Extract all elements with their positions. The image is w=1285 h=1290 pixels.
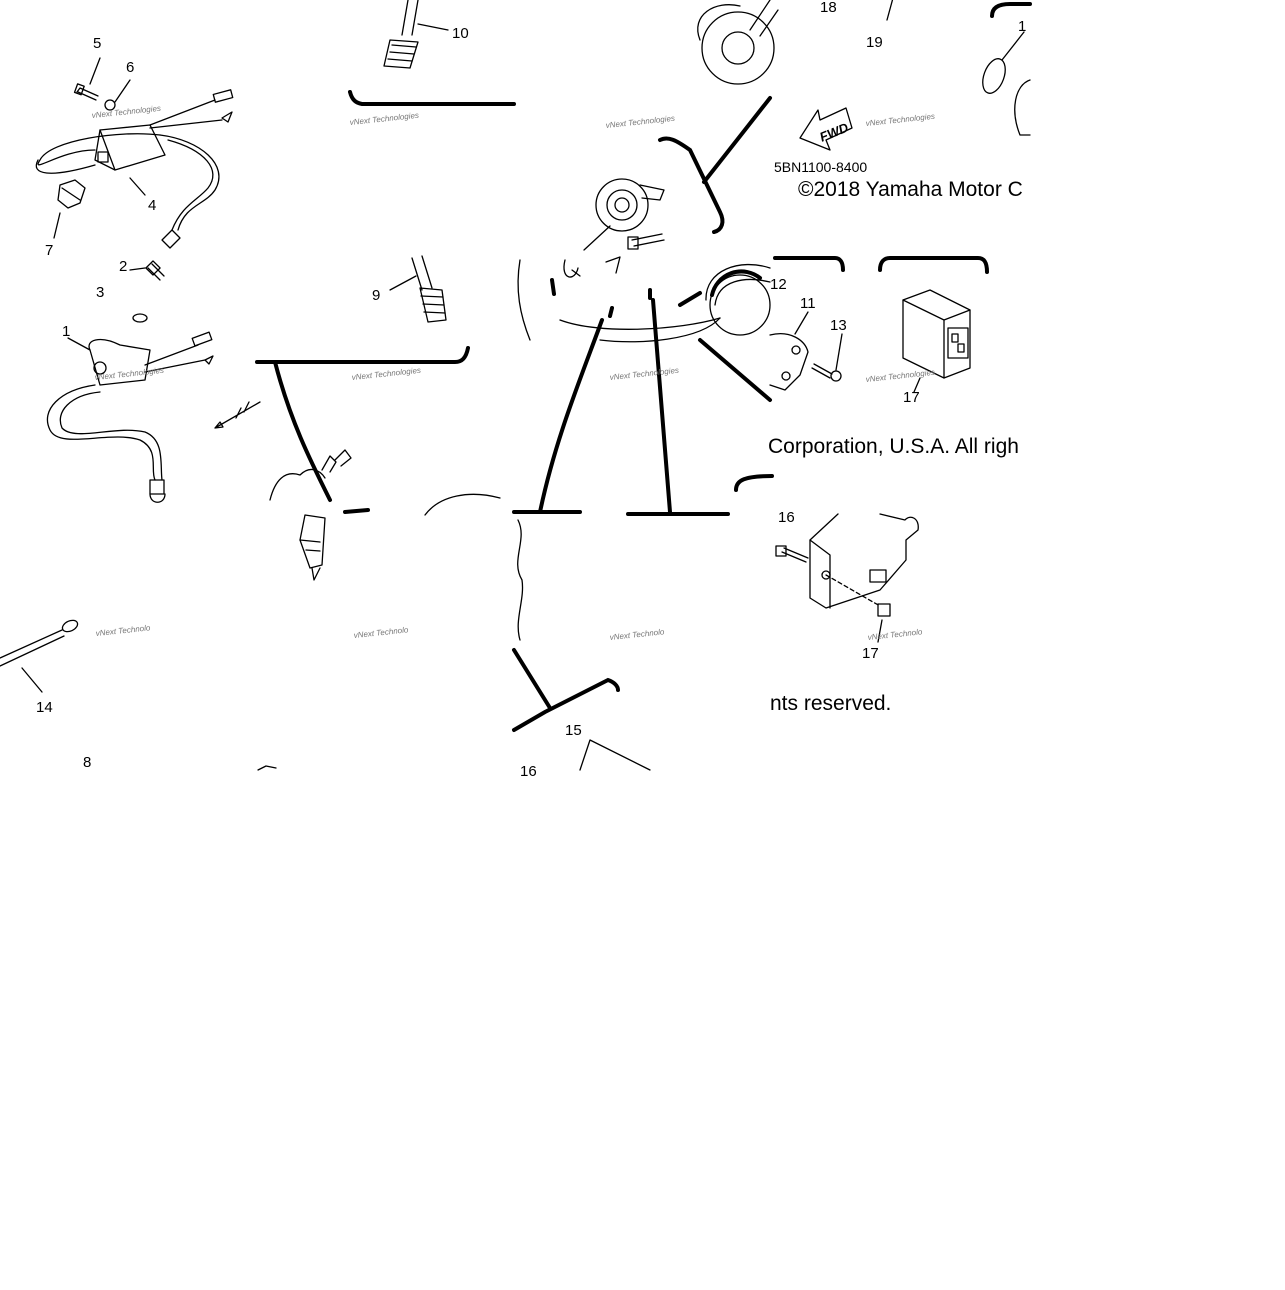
copyright-line-1: ©2018 Yamaha Motor C [798, 178, 1023, 201]
cover-and-relay [709, 256, 989, 393]
callout-16: 16 [778, 509, 795, 526]
svg-text:vNext Technologies: vNext Technologies [349, 111, 419, 127]
callout-13: 13 [830, 317, 847, 334]
part-code: 5BN1100-8400 [774, 159, 867, 175]
callout-16-lower: 16 [520, 763, 537, 780]
callout-9: 9 [372, 287, 380, 304]
callout-14: 14 [36, 699, 53, 716]
svg-text:vNext Technologies: vNext Technologies [91, 104, 161, 120]
control-unit [775, 513, 919, 643]
ignition-coil-upper [35, 57, 234, 249]
spark-plug-cap-lower [255, 255, 501, 581]
callout-20: 19 [866, 34, 883, 51]
callout-19: 18 [820, 0, 837, 16]
callout-11: 11 [800, 295, 816, 312]
copyright-line-3: nts reserved. [770, 692, 891, 715]
callout-7: 7 [45, 242, 53, 259]
svg-text:vNext Technolo: vNext Technolo [609, 627, 665, 642]
svg-text:vNext Technolo: vNext Technolo [353, 625, 409, 640]
fwd-arrow-icon: FWD [799, 107, 853, 151]
callout-6: 6 [126, 59, 134, 76]
callout-12: 12 [770, 276, 787, 293]
svg-text:vNext Technologies: vNext Technologies [609, 366, 679, 382]
svg-text:vNext Technologies: vNext Technologies [605, 114, 675, 130]
horn-assembly [512, 0, 779, 771]
ignition-coil-lower [46, 260, 261, 503]
svg-text:vNext Technologies: vNext Technologies [94, 366, 164, 382]
callout-15: 15 [565, 722, 582, 739]
svg-text:vNext Technologies: vNext Technologies [865, 368, 935, 384]
ground-lead [0, 619, 277, 771]
callout-10: 10 [452, 25, 469, 42]
callout-17: 17 [862, 645, 879, 662]
callout-1: 1 [62, 323, 70, 340]
copyright-line-2: Corporation, U.S.A. All righ [768, 435, 1019, 458]
callout-4: 4 [148, 197, 156, 214]
callout-2: 2 [119, 258, 127, 275]
svg-text:vNext Technologies: vNext Technologies [351, 366, 421, 382]
svg-text:vNext Technolo: vNext Technolo [95, 623, 151, 638]
oil-seal-group [886, 0, 1032, 136]
fwd-label: FWD [817, 119, 851, 144]
callout-8: 8 [83, 754, 91, 771]
callout-3: 3 [96, 284, 104, 301]
svg-text:vNext Technologies: vNext Technologies [865, 112, 935, 128]
callout-1-right: 1 [1018, 18, 1026, 35]
callout-18: 17 [903, 389, 920, 406]
svg-text:vNext Technolo: vNext Technolo [867, 627, 923, 642]
callout-5: 5 [93, 35, 101, 52]
spark-plug-cap-upper [348, 0, 516, 106]
